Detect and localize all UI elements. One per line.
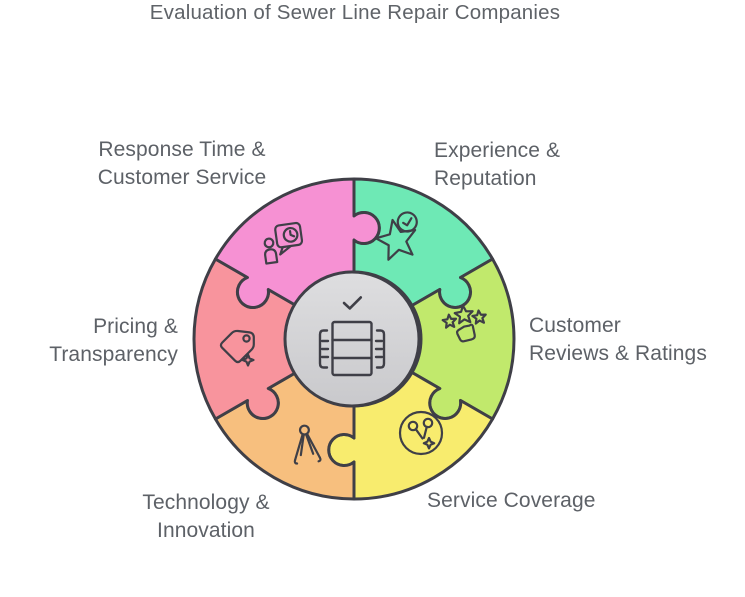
label-line: Transparency <box>49 343 178 366</box>
label-line: Service Coverage <box>427 489 596 512</box>
sewer-pipe-section-icon <box>318 320 386 377</box>
label-line: Customer <box>529 314 621 337</box>
rating-stars-icon <box>441 304 487 343</box>
segment-label-response: Response Time & Customer Service <box>52 136 312 192</box>
label-line: Reputation <box>434 167 537 190</box>
segment-label-pricing: Pricing & Transparency <box>0 313 178 369</box>
label-line: Innovation <box>157 519 255 542</box>
customer-service-icon <box>263 221 304 265</box>
check-icon <box>342 296 363 310</box>
segment-label-experience: Experience & Reputation <box>434 137 659 193</box>
label-line: Response Time & <box>98 138 266 161</box>
label-line: Pricing & <box>93 315 178 338</box>
segment-label-technology: Technology & Innovation <box>86 489 326 545</box>
star-check-icon <box>374 211 418 261</box>
puzzle-segment-response <box>213 177 381 309</box>
label-line: Customer Service <box>97 166 267 189</box>
label-line: Experience & <box>434 139 561 162</box>
label-line: Reviews & Ratings <box>529 342 707 365</box>
page-title: Evaluation of Sewer Line Repair Companie… <box>149 1 561 24</box>
globe-network-icon <box>398 410 444 456</box>
segment-label-reviews: Customer Reviews & Ratings <box>529 312 745 368</box>
label-line: Technology & <box>142 491 270 514</box>
price-tag-icon <box>219 329 255 367</box>
segment-label-coverage: Service Coverage <box>427 487 667 515</box>
compass-tool-icon <box>293 424 322 465</box>
